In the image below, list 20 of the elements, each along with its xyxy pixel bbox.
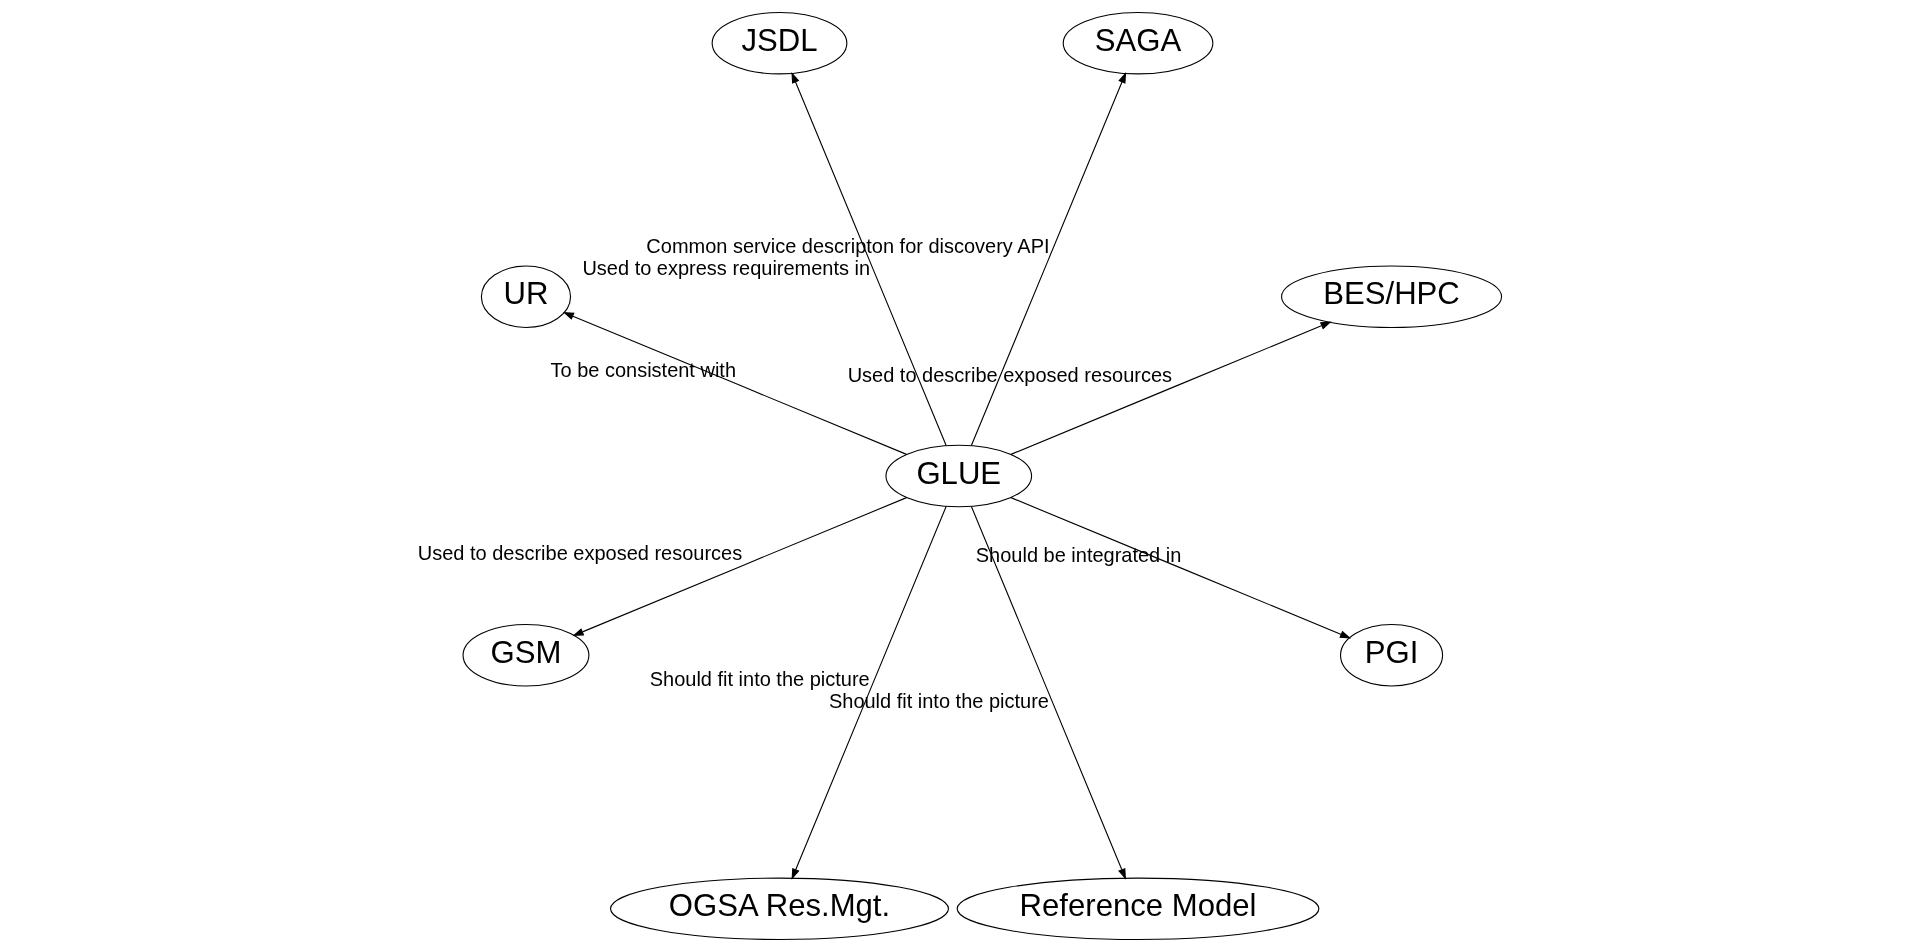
edge-label: To be consistent with [550, 359, 737, 382]
edge-label: Used to describe exposed resources [417, 542, 743, 565]
arrow [791, 505, 947, 880]
node-ellipse: UR [480, 265, 572, 328]
node-ellipse: SAGA [1062, 11, 1214, 75]
arrow [1010, 321, 1332, 455]
arrow [970, 72, 1127, 447]
edge-label: Used to describe exposed resources [847, 364, 1173, 387]
node-ellipse: GSM [462, 624, 590, 687]
arrow [1010, 497, 1352, 639]
edge-label: Should fit into the picture [649, 668, 870, 691]
node-ellipse: JSDL [711, 11, 848, 75]
node-ellipse: GLUE [885, 444, 1033, 508]
arrow [970, 505, 1126, 880]
node-ellipse: Reference Model [956, 877, 1320, 941]
arrow [572, 497, 908, 636]
edge-label: Used to express requirements in [582, 257, 871, 280]
arrow [791, 72, 947, 447]
node-ellipse: OGSA Res.Mgt. [610, 877, 949, 941]
arrow [562, 312, 908, 455]
